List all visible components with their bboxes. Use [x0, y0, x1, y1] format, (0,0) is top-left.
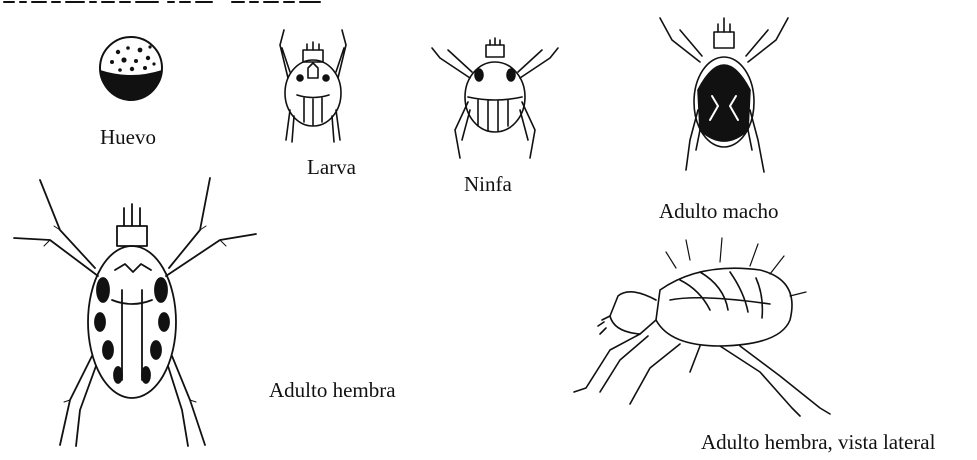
label-adult-female: Adulto hembra [269, 378, 396, 403]
egg [100, 37, 162, 101]
label-adult-female-lateral: Adulto hembra, vista lateral [701, 430, 935, 455]
cropped-caption-fragment [0, 0, 340, 8]
adult-female-lateral [574, 238, 830, 416]
label-adult-male: Adulto macho [659, 199, 779, 224]
adult-male [660, 18, 788, 172]
larva [280, 30, 346, 142]
nymph [432, 38, 558, 158]
adult-female [14, 178, 256, 446]
label-larva: Larva [307, 155, 356, 180]
label-nymph: Ninfa [464, 172, 512, 197]
cropped-text-strokes [0, 0, 340, 8]
label-egg: Huevo [100, 125, 156, 150]
